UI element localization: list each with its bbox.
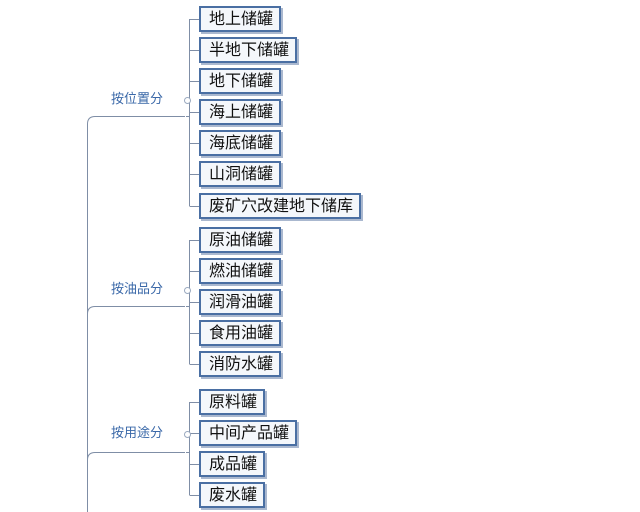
leaf-node[interactable]: 食用油罐: [199, 320, 282, 346]
category-connector: [87, 306, 185, 315]
category-label: 按油品分: [111, 282, 164, 297]
leaf-node[interactable]: 润滑油罐: [199, 289, 282, 315]
category-connector: [87, 116, 185, 125]
leaf-node[interactable]: 燃油储罐: [199, 258, 282, 284]
category-connector: [87, 452, 185, 461]
leaf-node[interactable]: 消防水罐: [199, 351, 282, 377]
leaf-node[interactable]: 中间产品罐: [199, 420, 298, 446]
leaf-node[interactable]: 地下储罐: [199, 68, 282, 94]
leaf-node[interactable]: 废矿穴改建地下储库: [199, 193, 362, 219]
leaf-node[interactable]: 半地下储罐: [199, 37, 298, 63]
category-label: 按用途分: [111, 426, 164, 441]
leaf-node[interactable]: 成品罐: [199, 451, 266, 477]
collapse-toggle-icon[interactable]: [184, 97, 191, 104]
collapse-toggle-icon[interactable]: [184, 287, 191, 294]
leaf-node[interactable]: 海上储罐: [199, 99, 282, 125]
leaf-node[interactable]: 原油储罐: [199, 227, 282, 253]
leaf-node[interactable]: 山洞储罐: [199, 161, 282, 187]
collapse-toggle-icon[interactable]: [184, 431, 191, 438]
category-label: 按位置分: [111, 92, 164, 107]
leaf-node[interactable]: 废水罐: [199, 482, 266, 508]
leaf-node[interactable]: 海底储罐: [199, 130, 282, 156]
leaf-node[interactable]: 原料罐: [199, 389, 266, 415]
leaf-node[interactable]: 地上储罐: [199, 6, 282, 32]
